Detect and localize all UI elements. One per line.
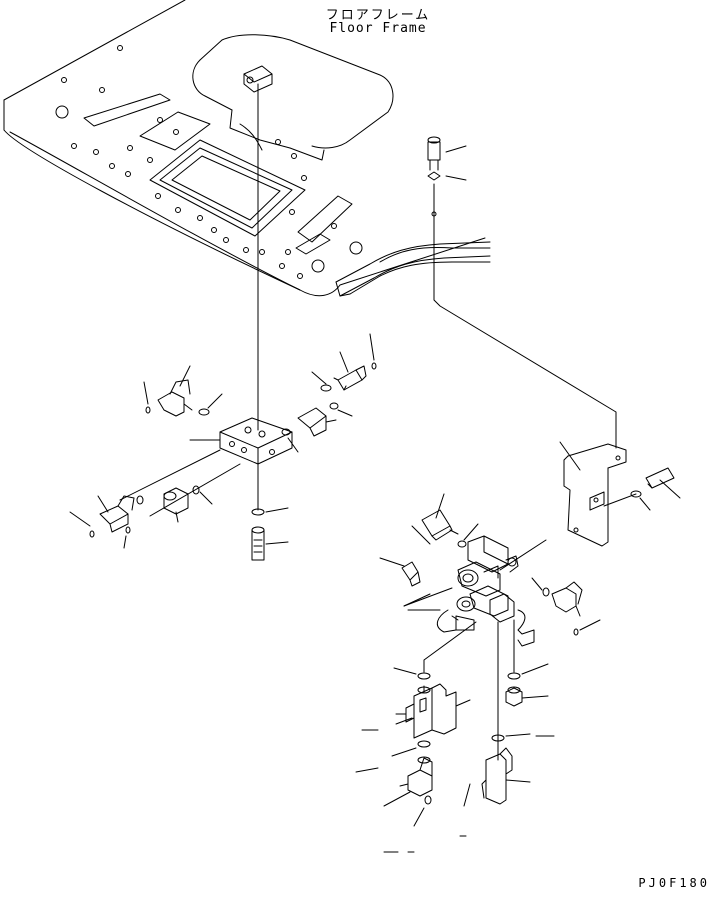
floor-frame-label-en: Floor Frame <box>329 21 427 36</box>
fitting-ll <box>70 496 143 548</box>
tee-fitting-lower <box>396 684 470 738</box>
connector-lower-right <box>460 748 530 836</box>
oring-stack-2 <box>392 741 430 763</box>
fitting-ur <box>312 334 376 391</box>
leader-manifold-left <box>120 450 220 500</box>
floor-frame-label-jp: フロアフレーム <box>325 8 431 23</box>
elbow-fitting-right <box>532 578 600 635</box>
leader-stack2 <box>396 718 412 724</box>
bolt-right <box>604 468 680 510</box>
drawing-code: PJ0F180 <box>638 876 710 890</box>
leader-manifold-left2 <box>150 464 240 516</box>
plug-ll <box>164 486 212 522</box>
valve-bracket <box>560 442 626 546</box>
floor-frame-plate <box>4 0 485 296</box>
washer-mid <box>252 508 288 515</box>
bolt-top <box>428 137 466 170</box>
elbow-fitting-ul <box>144 366 222 416</box>
frame-rail <box>336 242 490 296</box>
oring-right-2 <box>492 734 554 741</box>
oring-right-1 <box>508 664 548 679</box>
elbow-fitting-lower <box>356 758 432 826</box>
leader-valve-left <box>424 622 476 672</box>
leader-bracket <box>434 184 616 448</box>
fitting-valve-ul <box>380 494 478 586</box>
fitting-mid-right <box>282 403 352 452</box>
manifold-block <box>190 418 292 464</box>
oring-stack-1 <box>394 668 430 679</box>
valve-assembly <box>404 536 546 646</box>
hex-fitting-right <box>506 687 548 706</box>
bolt-mid <box>252 527 288 560</box>
